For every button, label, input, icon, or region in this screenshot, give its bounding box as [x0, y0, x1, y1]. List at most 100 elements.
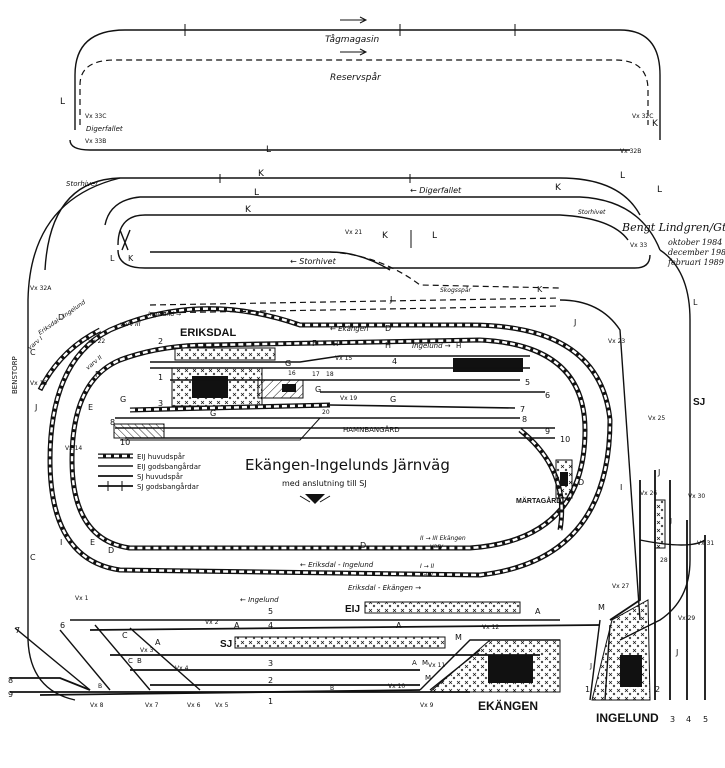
switch-vx21: Vx 21	[345, 229, 362, 236]
switch-vx33b: Vx 33B	[85, 138, 106, 145]
letter-D-5: D	[578, 478, 584, 487]
letter-K-1: K	[652, 119, 659, 129]
switch-vx5: Vx 5	[215, 702, 229, 709]
letter-M-4: M	[598, 603, 605, 612]
track-num-6-b: 6	[60, 621, 65, 630]
eriksdal-shed-block	[282, 384, 296, 392]
letter-L-1: L	[60, 97, 65, 107]
storhivet-arrow-label: ← Storhivet	[290, 257, 337, 266]
track-num-10-left: 10	[120, 438, 130, 447]
switch-28: 28	[660, 557, 668, 564]
switch-vx7: Vx 7	[145, 702, 159, 709]
track-num-8-b: 8	[8, 676, 13, 685]
ekangen-arrow-label: ← Ekängen	[330, 325, 368, 333]
legend-sj-yard: SJ godsbangårdar	[137, 482, 199, 491]
ingelund-yard: 1 2 3 4 5 J J J M J Vx 25 Vx 26 Vx 27 28…	[585, 415, 714, 725]
eij-platform	[364, 601, 521, 614]
eij-label: EIJ	[345, 604, 360, 615]
switch-vx22: Vx 22	[88, 338, 105, 345]
switch-vx2: Vx 2	[205, 619, 219, 626]
letter-A-2: A	[234, 621, 240, 630]
sj-label-right: SJ	[693, 397, 705, 408]
varv-I-label: varv I	[27, 335, 45, 351]
track-num-8: 8	[522, 415, 527, 424]
hamn-platform	[113, 423, 165, 439]
track-num-2: 2	[158, 337, 163, 346]
varv-III-label: varv III	[120, 321, 141, 328]
track-num-10: 10	[560, 435, 570, 444]
letter-G-1: G	[285, 359, 291, 368]
letter-H-3: H	[456, 342, 461, 350]
letter-L-4: L	[432, 231, 437, 241]
track-num-9-b: 9	[8, 690, 13, 699]
ekangen-side-building	[453, 358, 523, 372]
letter-L-3: L	[254, 188, 259, 198]
switch-vx23: Vx 23	[608, 338, 625, 345]
ing-varv-label: Ingelund →	[148, 311, 181, 318]
martagard-building	[560, 472, 568, 486]
letter-I-1: I	[60, 538, 62, 547]
hamnbangard-label: HAMNBANGÅRD	[343, 425, 400, 434]
author-signature: Bengt Lindgren/Gtg oktober 1984 december…	[621, 221, 725, 267]
sj-main-line: SJ L BENSTORP	[11, 177, 705, 701]
track-num-5-c: 5	[703, 715, 708, 724]
letter-A-5: A	[412, 659, 417, 667]
varv-note-2: varv	[430, 543, 444, 550]
letter-C-1: C	[30, 348, 36, 357]
eriksdal-label: ERIKSDAL	[180, 327, 237, 339]
switch-vx1: Vx 1	[75, 595, 89, 602]
digerfallet-arrow-label: ← Digerfallet	[410, 186, 462, 195]
eriksdal-ingelund-label: ← Eriksdal - Ingelund	[300, 561, 374, 569]
legend-eij-main: EIJ huvudspår	[137, 452, 185, 461]
track-num-8-left: 8	[110, 418, 115, 427]
author-date-1: oktober 1984	[668, 238, 722, 247]
letter-D-4: D	[385, 324, 391, 333]
switch-18: 18	[326, 371, 334, 378]
letter-G-5: G	[120, 395, 126, 404]
track-num-2-c: 2	[655, 685, 660, 694]
eriksdal-yard: ERIKSDAL HAMNBANGÅRD 2 1 3 8 10 4 5 6 7 …	[88, 327, 570, 447]
letter-F-1: F	[312, 339, 317, 348]
letter-D-1: D	[58, 313, 64, 322]
letter-D-3: D	[360, 541, 366, 550]
letter-L-2: L	[266, 145, 271, 155]
storhivet-loops: K L ← Digerfallet K K Storhivet Storhive…	[30, 169, 662, 294]
track-num-9: 9	[545, 427, 550, 436]
letter-L-5: L	[110, 254, 115, 263]
switch-vx30: Vx 30	[688, 493, 705, 500]
letter-F-2: F	[95, 370, 100, 379]
storhivet-label-1: Storhivet	[66, 180, 98, 188]
track-num-7-b: 7	[15, 626, 20, 635]
letter-M-3: M	[455, 633, 462, 642]
switch-vx32c: Vx 32C	[632, 113, 653, 120]
letter-K-5: K	[382, 231, 389, 241]
letter-C-3: C	[122, 631, 128, 640]
letter-J-3: J	[34, 403, 37, 412]
switch-vx27: Vx 27	[612, 583, 629, 590]
switch-vx10: Vx 10	[388, 683, 405, 690]
ingelund-label: INGELUND	[596, 711, 659, 725]
switch-vx32a: Vx 32A	[30, 285, 52, 292]
eriksdal-ekangen-label: Eriksdal - Ekängen →	[348, 584, 421, 592]
legend-sj-main: SJ huvudspår	[137, 472, 183, 481]
switch-vx15: Vx 15	[335, 355, 352, 362]
letter-B-3: B	[330, 685, 334, 692]
switch-vx31: Vx 31	[697, 540, 714, 547]
letter-L-7: L	[620, 171, 625, 181]
ekangen-yard: EIJ A 5 Vx 2 A 4 A Vx 12 SJ 7 6 8 9 C A …	[8, 595, 601, 713]
track-num-4: 4	[392, 357, 397, 366]
switch-vx32b: Vx 32B	[620, 148, 641, 155]
reservspar-label: Reservspår	[330, 72, 382, 83]
switch-vx8: Vx 8	[90, 702, 104, 709]
martagard: MÄRTAGÅRD	[516, 459, 573, 505]
switch-16: 16	[288, 370, 296, 377]
switch-vx26: Vx 26	[640, 490, 657, 497]
switch-vx33: Vx 33	[630, 242, 647, 249]
track-num-1-c: 1	[585, 685, 590, 694]
letter-D-2: D	[108, 546, 114, 555]
subtitle: med anslutning till SJ	[282, 479, 367, 488]
track-num-1-b: 1	[268, 697, 273, 706]
letter-L-8: L	[693, 298, 698, 307]
